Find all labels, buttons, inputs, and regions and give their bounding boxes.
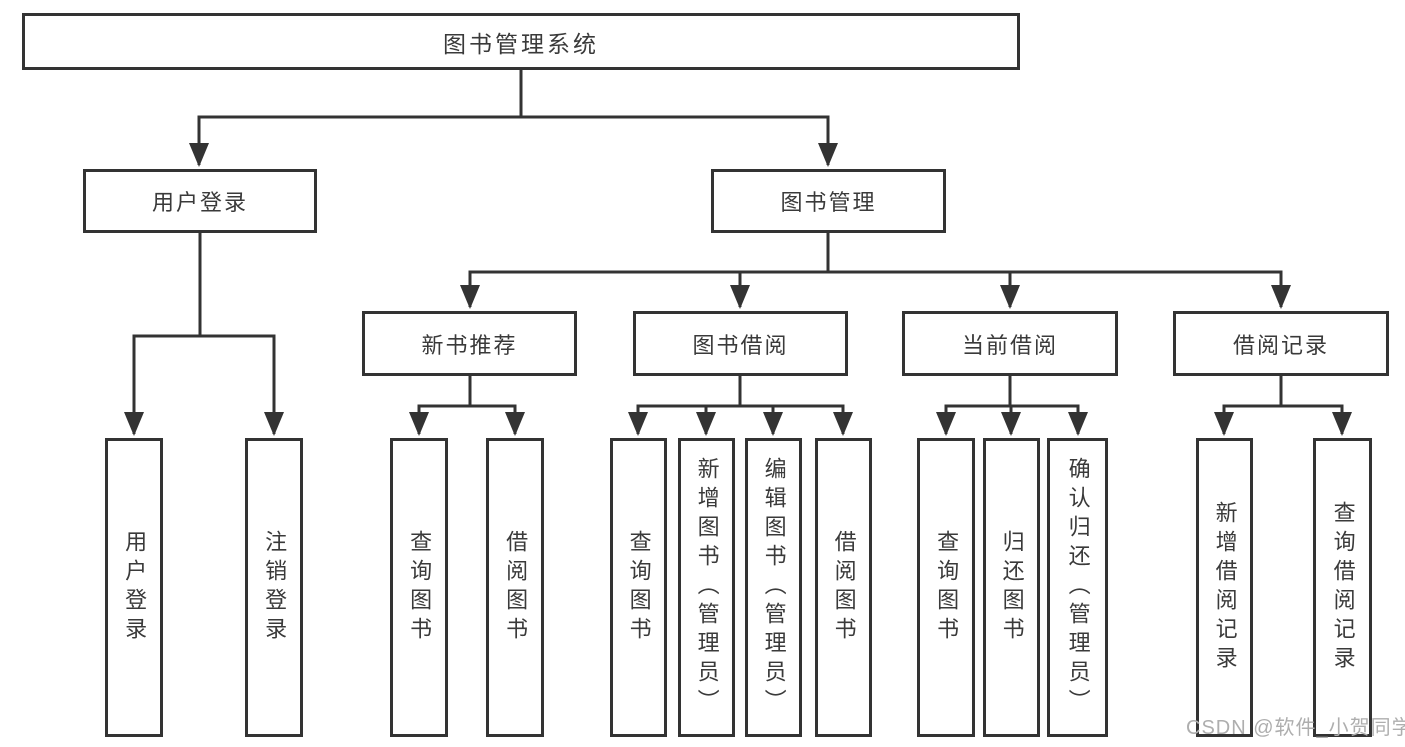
node-label: 用户登录 [151,190,248,215]
node-current-borrowing: 当前借阅 [902,311,1118,376]
csdn-watermark: CSDN @软件_小贺同学 [1186,717,1405,739]
node-label: 借阅记录 [1232,332,1329,358]
leaf-label: 注销登录 [262,529,288,646]
leaf-current-query-books: 查询图书 [917,438,975,737]
node-borrowing-records: 借阅记录 [1173,311,1389,376]
leaf-query-borrow-record: 查询借阅记录 [1313,438,1372,737]
leaf-label: 归还图书 [999,529,1025,646]
node-user-login: 用户登录 [83,169,317,233]
node-label: 当前借阅 [961,332,1058,358]
node-label: 图书管理 [780,190,877,215]
leaf-label: 查询图书 [626,529,652,646]
node-label: 图书管理系统 [443,30,599,57]
leaf-logout: 注销登录 [245,438,303,737]
node-label: 图书借阅 [692,332,789,358]
leaf-borrow-books: 借阅图书 [815,438,872,737]
node-book-management: 图书管理 [711,169,946,233]
leaf-edit-book-admin: 编辑图书（管理员） [745,438,802,737]
leaf-user-login: 用户登录 [105,438,163,737]
node-label: 新书推荐 [421,332,518,358]
node-new-book-recommendation: 新书推荐 [362,311,577,376]
leaf-label: 新增借阅记录 [1212,500,1238,675]
leaf-label: 确认归还（管理员） [1065,457,1091,718]
leaf-borrow-query-books: 查询图书 [610,438,667,737]
node-library-management-system: 图书管理系统 [22,13,1020,70]
leaf-label: 用户登录 [122,529,148,646]
leaf-label: 新增图书（管理员） [694,457,720,718]
leaf-label: 查询图书 [934,529,960,646]
leaf-label: 借阅图书 [503,529,529,646]
leaf-label: 查询图书 [407,529,433,646]
leaf-confirm-return-admin: 确认归还（管理员） [1047,438,1108,737]
leaf-add-borrow-record: 新增借阅记录 [1196,438,1253,737]
leaf-label: 查询借阅记录 [1330,500,1356,675]
leaf-recommend-borrow-books: 借阅图书 [486,438,544,737]
leaf-label: 借阅图书 [831,529,857,646]
leaf-add-book-admin: 新增图书（管理员） [678,438,735,737]
node-book-borrowing: 图书借阅 [633,311,848,376]
leaf-recommend-query-books: 查询图书 [390,438,448,737]
leaf-label: 编辑图书（管理员） [761,457,787,718]
leaf-return-books: 归还图书 [983,438,1040,737]
